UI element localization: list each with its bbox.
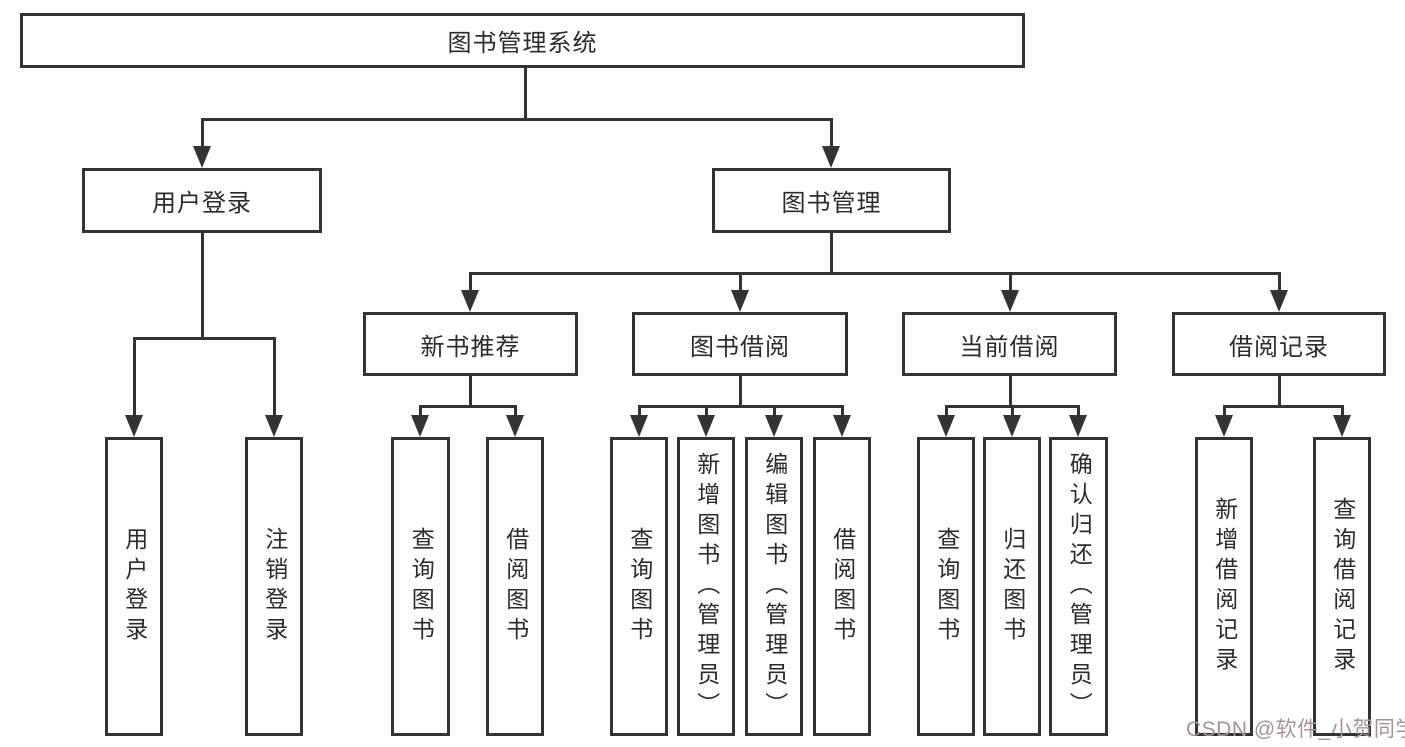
node-leaf-add-record: 新增借阅记录 [1195,437,1253,736]
edge-line [1277,376,1281,405]
node-leaf-query-book-1: 查询图书 [391,437,450,736]
arrow-down-icon [1003,415,1021,437]
node-leaf-logout: 注销登录 [245,437,303,736]
node-leaf-query-book-3: 查询图书 [917,437,975,736]
edge-line [738,272,742,290]
edge-line [132,337,136,415]
node-leaf-add-book-admin: 新增图书（管理员） [677,437,735,736]
edge-line [468,272,1281,275]
edge-line [637,405,844,408]
edge-line [840,405,844,415]
edge-line [1008,376,1012,405]
edge-line [1340,405,1344,415]
edge-line [418,405,422,415]
node-user-login: 用户登录 [82,168,322,233]
edge-line [513,405,517,415]
node-book-management: 图书管理 [712,168,951,233]
node-leaf-user-login: 用户登录 [105,437,163,736]
node-system-root: 图书管理系统 [20,13,1025,68]
edge-line [468,376,472,405]
arrow-down-icon [125,415,143,437]
node-leaf-borrow-book-1: 借阅图书 [486,437,544,736]
arrow-down-icon [1333,415,1351,437]
arrow-down-icon [1001,290,1019,312]
edge-line [772,405,776,415]
arrow-down-icon [731,290,749,312]
edge-line [200,118,833,121]
arrow-down-icon [1215,415,1233,437]
edge-line [1008,272,1012,290]
edge-line [1010,405,1014,415]
arrow-down-icon [765,415,783,437]
node-leaf-return-book: 归还图书 [983,437,1041,736]
arrow-down-icon [630,415,648,437]
arrow-down-icon [461,290,479,312]
edge-line [1076,405,1080,415]
edge-line [200,233,204,337]
arrow-down-icon [193,146,211,168]
edge-line [523,68,527,118]
node-leaf-edit-book-admin: 编辑图书（管理员） [745,437,803,736]
edge-line [1277,272,1281,290]
edge-line [944,405,948,415]
node-leaf-query-book-2: 查询图书 [610,437,668,736]
arrow-down-icon [265,415,283,437]
arrow-down-icon [411,415,429,437]
arrow-down-icon [1270,290,1288,312]
edge-line [637,405,641,415]
edge-line [1222,405,1344,408]
edge-line [829,233,833,272]
arrow-down-icon [833,415,851,437]
edge-line [132,337,276,340]
node-book-borrow: 图书借阅 [632,312,848,376]
edge-line [200,118,204,146]
edge-line [418,405,517,408]
node-current-borrow: 当前借阅 [902,312,1117,376]
arrow-down-icon [506,415,524,437]
edge-line [829,118,833,146]
edge-line [468,272,472,290]
arrow-down-icon [937,415,955,437]
edge-line [1222,405,1226,415]
node-leaf-confirm-return: 确认归还（管理员） [1049,437,1108,736]
node-leaf-borrow-book-2: 借阅图书 [813,437,871,736]
node-leaf-query-record: 查询借阅记录 [1313,437,1371,736]
arrow-down-icon [822,146,840,168]
node-borrow-records: 借阅记录 [1172,312,1386,376]
edge-line [704,405,708,415]
node-new-book-recommend: 新书推荐 [363,312,578,376]
arrow-down-icon [697,415,715,437]
csdn-watermark: CSDN @软件_小贺同学 [1186,718,1405,741]
arrow-down-icon [1069,415,1087,437]
edge-line [738,376,742,405]
edge-line [272,337,276,415]
